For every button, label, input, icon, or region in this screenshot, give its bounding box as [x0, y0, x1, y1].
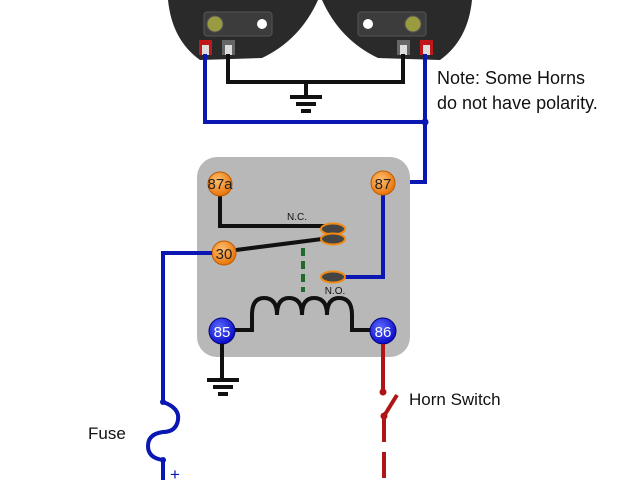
note-line-1: Note: Some Horns — [437, 68, 585, 88]
relay-coil — [234, 295, 371, 332]
relay-body — [197, 157, 410, 357]
common-contact — [320, 232, 346, 246]
ground-symbol-horns — [290, 82, 322, 113]
svg-text:30: 30 — [216, 246, 233, 263]
switch-arm — [235, 237, 323, 252]
nc-contact-wire — [218, 194, 326, 228]
svg-text:87: 87 — [375, 176, 392, 193]
terminal-86: 86 — [369, 317, 397, 345]
right-horn — [322, 0, 472, 60]
nc-label: N.C. — [287, 212, 307, 223]
terminal-85: 85 — [208, 317, 236, 345]
svg-text:85: 85 — [214, 324, 231, 341]
terminal-87a: 87a — [207, 171, 233, 197]
terminal-30: 30 — [211, 240, 237, 266]
horn-switch-label: Horn Switch — [409, 390, 501, 409]
horn-positive-wire — [203, 54, 427, 124]
left-horn — [168, 0, 318, 60]
ground-symbol-relay — [207, 344, 239, 396]
no-contact — [320, 270, 346, 284]
horn-switch — [379, 344, 399, 480]
note-line-2: do not have polarity. — [437, 93, 598, 113]
svg-text:86: 86 — [375, 324, 392, 341]
fuse-wire — [145, 251, 212, 480]
terminal-87: 87 — [370, 170, 396, 196]
horn-ground-wire — [226, 54, 405, 84]
fuse-label: Fuse — [88, 424, 126, 443]
no-contact-wire — [345, 195, 385, 279]
no-label: N.O. — [325, 286, 346, 297]
svg-text:87a: 87a — [207, 176, 233, 193]
battery-positive-label: + — [170, 465, 180, 480]
